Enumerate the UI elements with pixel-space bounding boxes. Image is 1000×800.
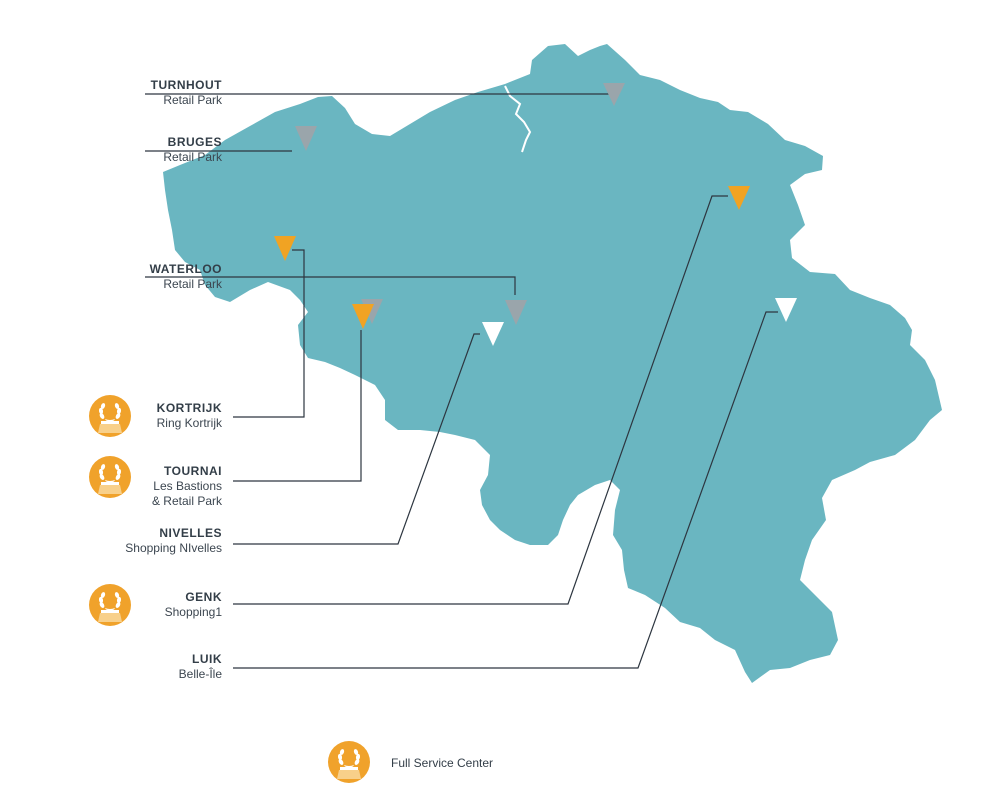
label-tournai[interactable]: TOURNAI Les Bastions & Retail Park [152,464,222,509]
venue-name: Shopping NIvelles [125,541,222,555]
leader-lines [145,93,778,669]
marker-turnhout[interactable] [603,83,625,106]
marker-kortrijk[interactable] [274,236,296,261]
river [504,85,532,153]
label-waterloo[interactable]: WATERLOO Retail Park [150,262,222,292]
venue-name: Retail Park [163,277,222,291]
laurel-wreath-icon [89,456,131,498]
marker-bruges[interactable] [295,126,317,151]
label-luik[interactable]: LUIK Belle-Île [179,652,222,682]
marker-nivelles[interactable] [482,322,504,346]
marker-luik[interactable] [775,298,797,322]
city-name: WATERLOO [149,262,222,276]
label-genk[interactable]: GENK Shopping1 [165,590,222,620]
leader-line-genk [233,195,728,605]
laurel-wreath-icon [89,584,131,626]
marker-waterloo[interactable] [505,300,527,325]
city-name: GENK [185,590,222,604]
leader-line-luik [233,311,778,669]
city-name: BRUGES [167,135,222,149]
leader-line-tournai [233,330,362,482]
city-name: NIVELLES [159,526,222,540]
city-name: TOURNAI [164,464,222,478]
label-kortrijk[interactable]: KORTRIJK Ring Kortrijk [157,401,222,431]
belgium-shape [163,44,942,683]
venue-name: Retail Park [163,93,222,107]
label-nivelles[interactable]: NIVELLES Shopping NIvelles [125,526,222,556]
venue-name: Les Bastions [153,479,222,493]
label-turnhout[interactable]: TURNHOUT Retail Park [151,78,222,108]
marker-tournai[interactable] [352,304,374,329]
leader-line-waterloo [145,276,516,295]
markers [274,83,797,346]
city-name: LUIK [192,652,222,666]
leader-line-nivelles [233,333,480,545]
leader-line-kortrijk [233,249,305,418]
laurel-wreath-icon [89,395,131,437]
venue-name: Retail Park [163,150,222,164]
venue-name: Shopping1 [164,605,222,619]
marker-genk[interactable] [728,186,750,210]
city-name: KORTRIJK [156,401,222,415]
city-name: TURNHOUT [150,78,222,92]
legend-laurel-wreath-icon [328,741,370,783]
legend-label: Full Service Center [391,756,494,770]
label-bruges[interactable]: BRUGES Retail Park [163,135,222,165]
venue-name-line-2: & Retail Park [151,494,222,508]
venue-name: Belle-Île [178,667,222,681]
venue-name: Ring Kortrijk [156,416,222,430]
